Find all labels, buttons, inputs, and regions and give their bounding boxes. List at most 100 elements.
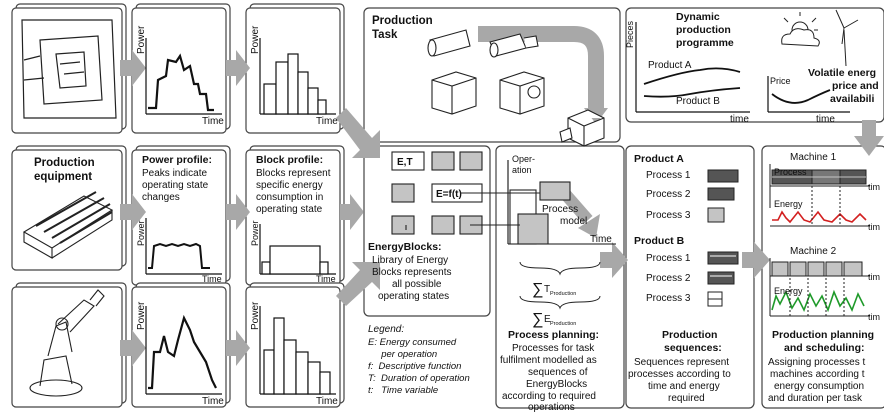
scheduling-title-1: Production planning [772,329,874,341]
block-plot-row2 [259,224,336,275]
process-planning-line-5: according to required [502,391,596,402]
power-profile-line-2: operating state [142,180,209,191]
price-plot [767,76,850,113]
scheduling-line-2: machines according t [770,369,865,380]
operation-label-1: Oper- [512,154,535,164]
block-profile-line-4: operating state [256,204,323,215]
price-time: time [816,114,835,125]
sequences-title-2: sequences: [664,342,722,354]
power-plot-row2 [145,218,222,275]
legend-title: Legend: [368,324,404,335]
scheduling-title-2: and scheduling: [784,342,865,354]
time-label-block-row2: Time [316,274,336,284]
legend-item-5: t: Time variable [368,385,438,396]
energy-blocks-line-1: Library of Energy [372,255,448,266]
seq-a-process-1: Process 1 [646,170,691,181]
process-planning-line-2: fulfilment modelled as [500,355,597,366]
machine1-label: Machine 1 [790,152,837,163]
process-model-label-1: Process [542,204,578,215]
time-label-row2: Time [202,274,222,284]
time-label-block-row1: Time [316,116,338,127]
seq-a-process-2: Process 2 [646,189,691,200]
volatile-line-3: availabili [830,93,874,105]
block-profile-line-3: consumption in [256,192,323,203]
process-model-time: Time [590,234,612,245]
time-label-row1: Time [202,116,224,127]
time-label-row3: Time [202,396,224,407]
volatile-line-2: price and [832,80,879,92]
scheduling-line-1: Assigning processes t [768,357,865,368]
production-task-title-1: Production [372,15,433,27]
block-profile-line-2: specific energy [256,180,323,191]
machine1-energy: Energy [774,199,803,209]
scheduling-panel [761,145,884,409]
process-planning-title: Process planning: [508,329,599,341]
machine2-label: Machine 2 [790,246,837,257]
machine1-process: Process [774,167,807,177]
time-label-block-row3: Time [316,396,338,407]
seq-b-process-3: Process 3 [646,293,691,304]
programme-product-a: Product A [648,60,692,71]
power-label-row2: Power [136,220,146,246]
sequences-line-4: required [668,393,705,404]
seq-b-process-1: Process 1 [646,253,691,264]
power-profile-title: Power profile: [142,154,212,166]
power-plot-row3 [145,306,222,395]
block-profile-line-1: Blocks represent [256,168,331,179]
dynamic-title-3: programme [676,37,734,49]
sequences-product-a: Product A [634,153,684,165]
block-plot-row1 [259,38,336,115]
brace-bottom [519,295,601,310]
scheduling-line-4: and duration per task [768,393,863,404]
machine1-gantt [769,164,870,227]
programme-product-b: Product B [676,96,720,107]
operation-label-2: ation [512,165,532,175]
sum-t-label: T [544,284,550,295]
task-to-model-head [578,214,600,238]
flow-arrows [120,50,884,366]
equipment-title-1: Production [34,157,95,169]
programme-time: time [730,114,749,125]
power-label-row1: Power [136,25,147,54]
power-label-row3: Power [136,301,147,330]
legend-item-3: f: Descriptive function [368,361,461,372]
equipment-title-2: equipment [34,171,92,183]
weather-icons [781,9,859,67]
power-plot-row1 [145,38,222,115]
energy-blocks-line-4: operating states [378,291,449,302]
power-profile-line-3: changes [142,192,180,203]
machine2-time-2: tim [868,312,880,322]
process-planning-line-1: Processes for task [512,343,595,354]
process-planning-line-6: operations [528,402,575,412]
energy-block-eft: E=f(t) [436,189,462,200]
sequence-a-blocks [707,169,739,223]
process-planning-line-4: EnergyBlocks [526,379,587,390]
legend-item-1: E: Energy consumed [368,337,457,348]
energy-blocks-library [391,151,483,235]
scheduling-line-3: energy consumption [774,381,864,392]
dynamic-title-2: production [676,24,731,36]
machine1-time-2: tim [868,222,880,232]
power-label-block-row3: Power [250,301,261,330]
legend-item-4: T: Duration of operation [368,373,470,384]
power-label-block-row2: Power [250,220,260,246]
dynamic-title-1: Dynamic [676,11,720,23]
power-label-block-row1: Power [250,25,261,54]
energy-block-et: E,T [397,157,413,168]
sum-e-symbol: ∑ [532,311,543,328]
machine1-time-1: tim [868,182,880,192]
sequences-line-2: processes according to [628,369,731,380]
machine2-gantt [769,258,870,317]
power-profile-line-1: Peaks indicate [142,168,207,179]
process-model-chart [405,160,616,245]
brace-top [519,261,601,276]
conveyor-drawing [22,191,114,259]
sequences-line-1: Sequences represent [634,357,729,368]
workpieces-drawing [427,29,605,147]
programme-plot [635,22,750,113]
sequences-product-b: Product B [634,235,685,247]
energy-blocks-line-2: Blocks represents [372,267,451,278]
sequences-line-3: time and energy [648,381,720,392]
energy-blocks-title: EnergyBlocks: [368,241,442,253]
